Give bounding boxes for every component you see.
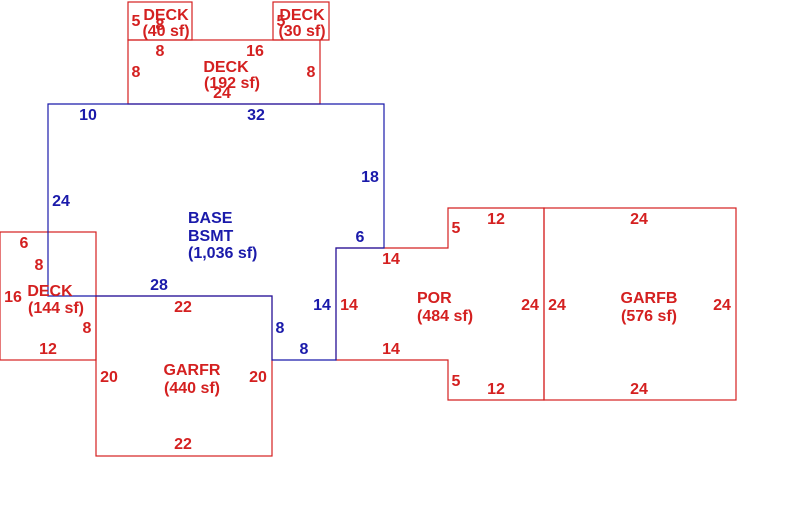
dim-label: 5 [132, 13, 141, 30]
por-area: (484 sf) [417, 308, 473, 325]
dim-label: 24 [630, 381, 648, 398]
dim-label: 5 [452, 220, 461, 237]
dim-label: 32 [247, 107, 265, 124]
dim-label: 8 [132, 64, 141, 81]
base-outline [47, 103, 385, 361]
dim-label: 16 [246, 43, 264, 60]
deck-right-top-area: (30 sf) [278, 23, 325, 40]
base-name: BASE [188, 210, 233, 227]
dim-label: 8 [156, 43, 165, 60]
dim-label: 20 [100, 369, 118, 386]
deck-left-name: DECK [27, 283, 73, 300]
deck-left-top-name: DECK [143, 7, 189, 24]
garfb-name: GARFB [621, 290, 678, 307]
deck-mid-area: (192 sf) [204, 75, 260, 92]
dim-label: 28 [150, 277, 168, 294]
dim-label: 8 [156, 17, 165, 34]
dim-label: 14 [382, 251, 400, 268]
dim-label: 5 [277, 13, 286, 30]
dim-label: 12 [39, 341, 57, 358]
dim-label: 24 [630, 211, 648, 228]
dim-label: 5 [452, 373, 461, 390]
deck-left-area: (144 sf) [28, 300, 84, 317]
garfb-outline [543, 207, 737, 401]
dim-label: 6 [20, 235, 29, 252]
garfr-name: GARFR [164, 362, 221, 379]
dim-label: 12 [487, 211, 505, 228]
por-name: POR [417, 290, 452, 307]
dim-label: 14 [382, 341, 400, 358]
dim-label: 8 [35, 257, 44, 274]
deck-right-top-name: DECK [279, 7, 325, 24]
dim-label: 8 [300, 341, 309, 358]
dim-label: 24 [713, 297, 731, 314]
dim-label: 10 [79, 107, 97, 124]
garfr-area: (440 sf) [164, 380, 220, 397]
dim-label: 22 [174, 299, 192, 316]
dim-label: 24 [548, 297, 566, 314]
dim-label: 24 [213, 85, 231, 102]
dim-label: 20 [249, 369, 267, 386]
dim-label: 22 [174, 436, 192, 453]
garfb-area: (576 sf) [621, 308, 677, 325]
dim-label: 14 [313, 297, 331, 314]
dim-label: 24 [52, 193, 70, 210]
deck-left-top-area: (40 sf) [142, 23, 189, 40]
dim-label: 16 [4, 289, 22, 306]
base-area: (1,036 sf) [188, 245, 257, 262]
dim-label: 8 [307, 64, 316, 81]
dim-label: 18 [361, 169, 379, 186]
dim-label: 6 [356, 229, 365, 246]
deck-mid-name: DECK [203, 59, 249, 76]
dim-label: 8 [83, 320, 92, 337]
dim-label: 14 [340, 297, 358, 314]
dim-label: 12 [487, 381, 505, 398]
dim-label: 8 [276, 320, 285, 337]
base-name2: BSMT [188, 228, 234, 245]
dim-label: 24 [521, 297, 539, 314]
